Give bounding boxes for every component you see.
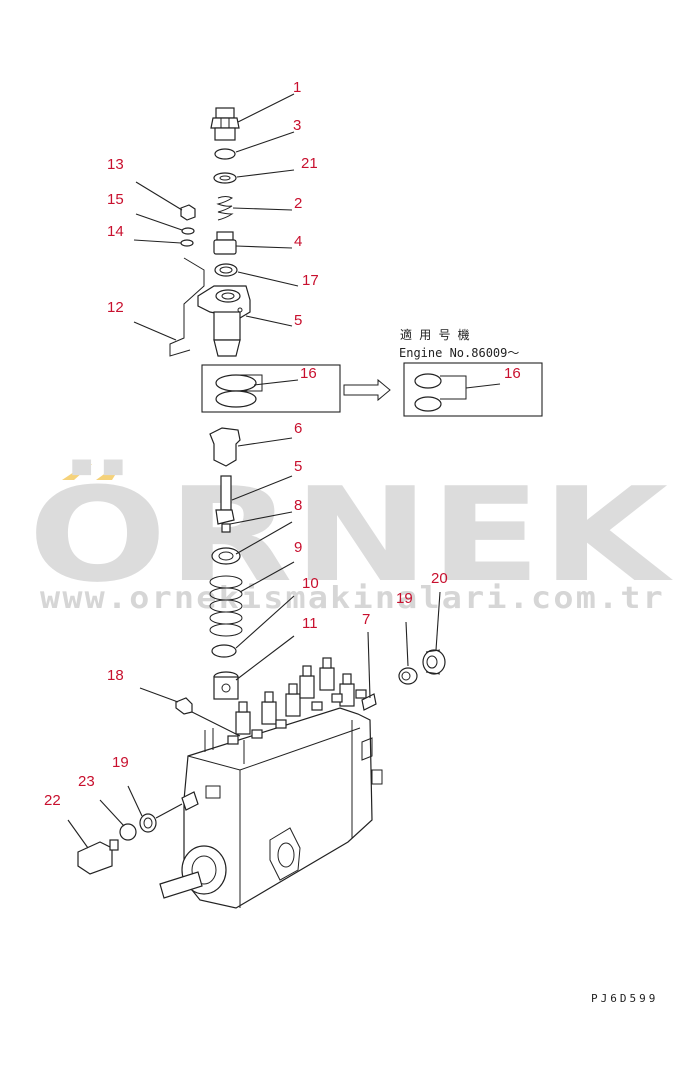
- callout-6: 6: [294, 420, 302, 437]
- watermark-accent-left: [62, 464, 92, 480]
- callout-5-barrel: 5: [294, 312, 302, 329]
- callout-20: 20: [431, 570, 448, 587]
- barrel-flange-5: [197, 285, 251, 357]
- callout-18: 18: [107, 667, 124, 684]
- washer-21: [213, 172, 237, 184]
- callout-4: 4: [294, 233, 302, 250]
- callout-8: 8: [294, 497, 302, 514]
- callout-7: 7: [362, 611, 370, 628]
- callout-9: 9: [294, 539, 302, 556]
- note-applicable-jp: 適 用 号 機: [400, 327, 470, 342]
- note-engine-range: Engine No.86009～: [399, 346, 519, 360]
- callout-22: 22: [44, 792, 61, 809]
- o-ring-3: [214, 148, 236, 160]
- cap-20: [422, 649, 446, 675]
- control-sleeve-6: [209, 427, 241, 467]
- callout-14: 14: [107, 223, 124, 240]
- callouts: 1 3 21 2 4 17 5 13 15 14 12 16 16 6 5 8 …: [44, 79, 521, 809]
- callout-15: 15: [107, 191, 124, 208]
- seal-19-right: [398, 667, 418, 685]
- callout-2: 2: [294, 195, 302, 212]
- pump-body: [159, 707, 383, 909]
- callout-16-left: 16: [300, 365, 317, 382]
- callout-17: 17: [302, 272, 319, 289]
- plate-12: [169, 257, 205, 357]
- watermark: ÖRNEK www.ornekismakinalari.com.tr: [28, 459, 673, 616]
- arrow-right: [343, 378, 391, 402]
- callout-10: 10: [302, 575, 319, 592]
- callout-5-plunger: 5: [294, 458, 302, 475]
- spring-2: [216, 196, 234, 221]
- watermark-accent-right: [96, 464, 122, 480]
- watermark-url: www.ornekismakinalari.com.tr: [40, 581, 665, 616]
- drawing-code: PJ6D599: [591, 992, 658, 1005]
- nut-13: [180, 204, 196, 221]
- callout-19-right: 19: [396, 590, 413, 607]
- fitting-left: [181, 791, 199, 811]
- detail-box-right: [403, 362, 543, 417]
- tappet-11: [213, 671, 239, 700]
- spring-seat-8: [211, 547, 241, 565]
- callout-11: 11: [302, 615, 318, 632]
- callout-12: 12: [107, 299, 124, 316]
- gasket-17: [214, 263, 238, 277]
- lower-seat-10: [211, 644, 237, 658]
- callout-16-right: 16: [504, 365, 521, 382]
- leader-lines: [67, 93, 501, 849]
- detail-box-left: [201, 364, 341, 413]
- callout-1: 1: [293, 79, 301, 96]
- delivery-valve-holder: [210, 107, 240, 141]
- valve-4: [213, 231, 237, 255]
- callout-13: 13: [107, 156, 124, 173]
- callout-21: 21: [301, 155, 318, 172]
- delivery-valve-row: [227, 657, 367, 745]
- callout-3: 3: [293, 117, 301, 134]
- plug-22: [77, 839, 119, 875]
- screw-18: [175, 697, 193, 715]
- callout-19-left: 19: [112, 754, 129, 771]
- watermark-brand: ÖRNEK: [28, 459, 673, 611]
- washer-14: [180, 239, 194, 247]
- callout-23: 23: [78, 773, 95, 790]
- washer-23: [119, 823, 137, 841]
- plunger-spring-9: [209, 575, 243, 637]
- washer-15: [181, 227, 195, 235]
- plunger-5: [215, 475, 235, 533]
- seal-19-left: [139, 813, 157, 833]
